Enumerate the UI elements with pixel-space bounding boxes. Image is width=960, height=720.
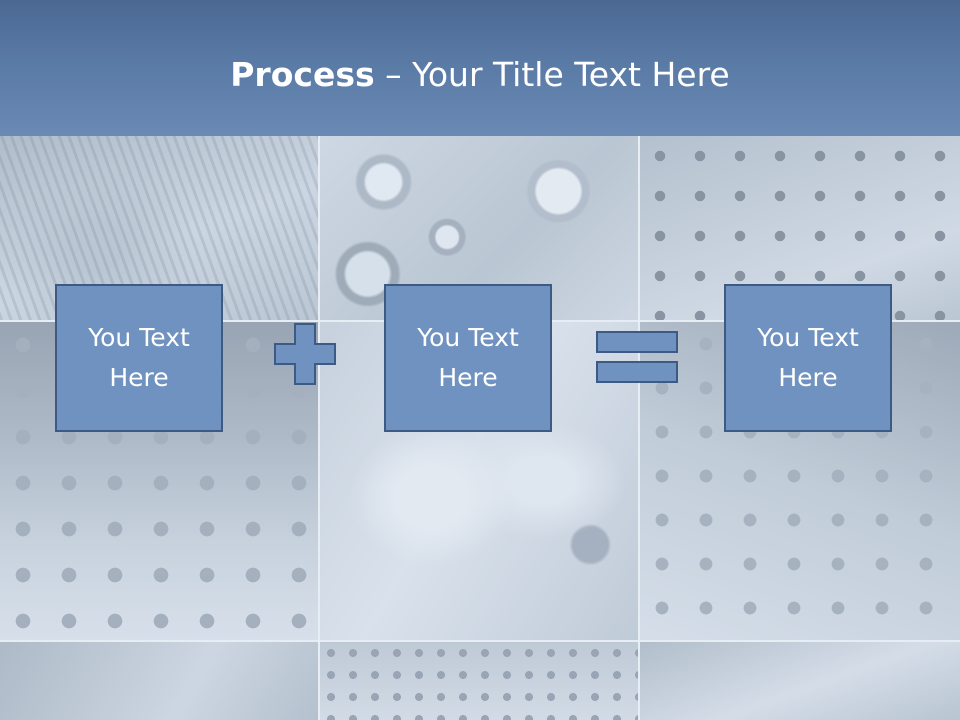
grid-divider — [318, 136, 320, 720]
plus-icon — [274, 323, 336, 385]
title-banner: Process – Your Title Text Here — [0, 0, 960, 136]
title-bold: Process — [230, 55, 375, 94]
grid-divider — [638, 136, 640, 720]
grid-divider — [0, 640, 960, 642]
equals-icon — [596, 331, 678, 383]
process-step-2[interactable]: You Text Here — [384, 284, 552, 432]
step-2-line2: Here — [438, 363, 498, 392]
step-2-text: You Text Here — [398, 318, 538, 398]
step-3-line2: Here — [778, 363, 838, 392]
title-rest: – Your Title Text Here — [374, 55, 730, 94]
step-1-text: You Text Here — [69, 318, 209, 398]
step-3-text: You Text Here — [738, 318, 878, 398]
step-3-line1: You Text — [757, 323, 859, 352]
step-1-line2: Here — [109, 363, 169, 392]
step-1-line1: You Text — [88, 323, 190, 352]
process-step-1[interactable]: You Text Here — [55, 284, 223, 432]
process-step-3[interactable]: You Text Here — [724, 284, 892, 432]
step-2-line1: You Text — [417, 323, 519, 352]
slide-title[interactable]: Process – Your Title Text Here — [0, 54, 960, 96]
